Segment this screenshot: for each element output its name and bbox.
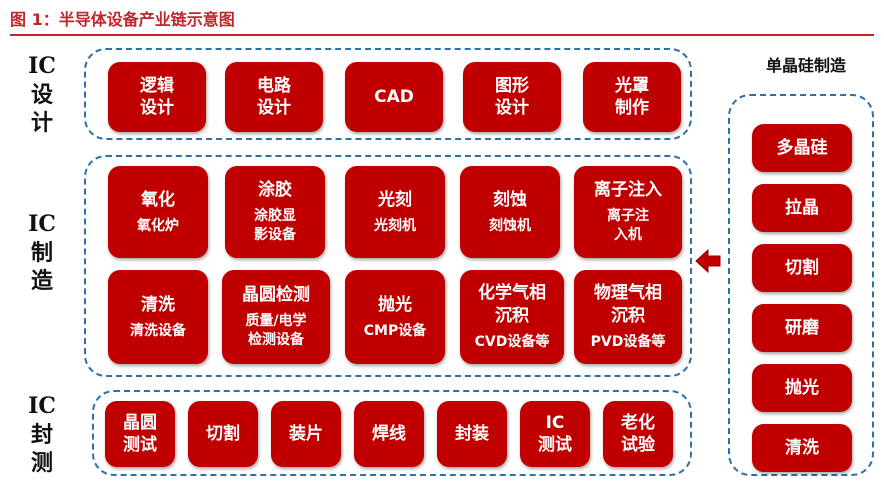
design-step-label: 逻辑 设计 xyxy=(140,75,174,118)
manufacturing-step-title: 光刻 xyxy=(378,189,412,210)
manufacturing-step-title: 物理气相 沉积 xyxy=(594,283,662,326)
manufacturing-step: 氧化 氧化炉 xyxy=(108,166,208,258)
silicon-step-label: 拉晶 xyxy=(785,197,819,218)
title-rule xyxy=(10,34,874,36)
design-step-label: CAD xyxy=(374,86,414,107)
manufacturing-step-equipment: 光刻机 xyxy=(374,217,416,234)
manufacturing-step: 涂胶 涂胶显 影设备 xyxy=(225,166,325,258)
manufacturing-step-title: 涂胶 xyxy=(258,180,292,201)
silicon-step-label: 切割 xyxy=(785,257,819,278)
manufacturing-step-equipment: 离子注 入机 xyxy=(607,208,649,244)
silicon-step: 拉晶 xyxy=(752,184,852,232)
manufacturing-step-equipment: 氧化炉 xyxy=(137,217,179,234)
design-step: 电路 设计 xyxy=(225,62,323,132)
manufacturing-step: 刻蚀 刻蚀机 xyxy=(460,166,560,258)
manufacturing-step-title: 刻蚀 xyxy=(493,189,527,210)
figure-title: 图 1：半导体设备产业链示意图 xyxy=(10,10,235,29)
packaging-step: 晶圆 测试 xyxy=(105,401,175,467)
design-panel xyxy=(84,48,692,140)
section-label-manufacturing: IC 制 造 xyxy=(28,211,56,295)
packaging-step: 封装 xyxy=(437,401,507,467)
silicon-step: 清洗 xyxy=(752,424,852,472)
silicon-step-label: 多晶硅 xyxy=(776,137,828,158)
packaging-step-label: 老化 试验 xyxy=(621,412,655,455)
manufacturing-step-equipment: CMP设备 xyxy=(363,322,427,339)
manufacturing-step-equipment: PVD设备等 xyxy=(590,333,666,350)
manufacturing-step: 抛光 CMP设备 xyxy=(345,270,445,364)
manufacturing-step-title: 氧化 xyxy=(141,189,175,210)
silicon-step: 切割 xyxy=(752,244,852,292)
packaging-step-label: 晶圆 测试 xyxy=(123,412,157,455)
silicon-panel xyxy=(728,94,874,476)
manufacturing-step: 清洗 清洗设备 xyxy=(108,270,208,364)
manufacturing-step: 离子注入 离子注 入机 xyxy=(574,166,682,258)
manufacturing-step: 光刻 光刻机 xyxy=(345,166,445,258)
manufacturing-step-equipment: 涂胶显 影设备 xyxy=(254,208,296,244)
left-arrow-icon xyxy=(695,248,721,274)
packaging-step-label: 装片 xyxy=(289,423,323,444)
silicon-step: 抛光 xyxy=(752,364,852,412)
section-label-design: IC 设 计 xyxy=(28,53,56,137)
manufacturing-step: 物理气相 沉积 PVD设备等 xyxy=(574,270,682,364)
manufacturing-step-title: 抛光 xyxy=(378,294,412,315)
manufacturing-step-title: 离子注入 xyxy=(594,180,662,201)
manufacturing-step: 晶圆检测 质量/电学 检测设备 xyxy=(222,270,330,364)
packaging-step: IC 测试 xyxy=(520,401,590,467)
manufacturing-step-title: 晶圆检测 xyxy=(242,285,310,306)
design-step: CAD xyxy=(345,62,443,132)
manufacturing-step-title: 化学气相 沉积 xyxy=(478,283,546,326)
silicon-step: 多晶硅 xyxy=(752,124,852,172)
silicon-section-title: 单晶硅制造 xyxy=(765,56,846,75)
manufacturing-step-equipment: 刻蚀机 xyxy=(489,217,531,234)
design-step: 光罩 制作 xyxy=(583,62,681,132)
silicon-step-label: 研磨 xyxy=(785,317,819,338)
packaging-step-label: 切割 xyxy=(206,423,240,444)
packaging-step-label: 焊线 xyxy=(372,423,406,444)
design-step-label: 图形 设计 xyxy=(495,75,529,118)
silicon-step-label: 清洗 xyxy=(785,437,819,458)
design-step: 图形 设计 xyxy=(463,62,561,132)
silicon-step-label: 抛光 xyxy=(785,377,819,398)
packaging-step: 老化 试验 xyxy=(603,401,673,467)
design-step: 逻辑 设计 xyxy=(108,62,206,132)
design-step-label: 电路 设计 xyxy=(257,75,291,118)
packaging-step: 焊线 xyxy=(354,401,424,467)
packaging-step-label: IC 测试 xyxy=(538,412,572,455)
manufacturing-step-equipment: CVD设备等 xyxy=(474,333,550,350)
packaging-panel xyxy=(92,390,692,476)
manufacturing-step: 化学气相 沉积 CVD设备等 xyxy=(460,270,564,364)
section-label-packaging: IC 封 测 xyxy=(28,393,56,477)
packaging-step-label: 封装 xyxy=(455,423,489,444)
design-step-label: 光罩 制作 xyxy=(615,75,649,118)
packaging-step: 装片 xyxy=(271,401,341,467)
manufacturing-step-title: 清洗 xyxy=(141,294,175,315)
manufacturing-step-equipment: 质量/电学 检测设备 xyxy=(245,313,307,349)
packaging-step: 切割 xyxy=(188,401,258,467)
manufacturing-panel xyxy=(84,155,692,377)
silicon-step: 研磨 xyxy=(752,304,852,352)
manufacturing-step-equipment: 清洗设备 xyxy=(130,322,186,339)
